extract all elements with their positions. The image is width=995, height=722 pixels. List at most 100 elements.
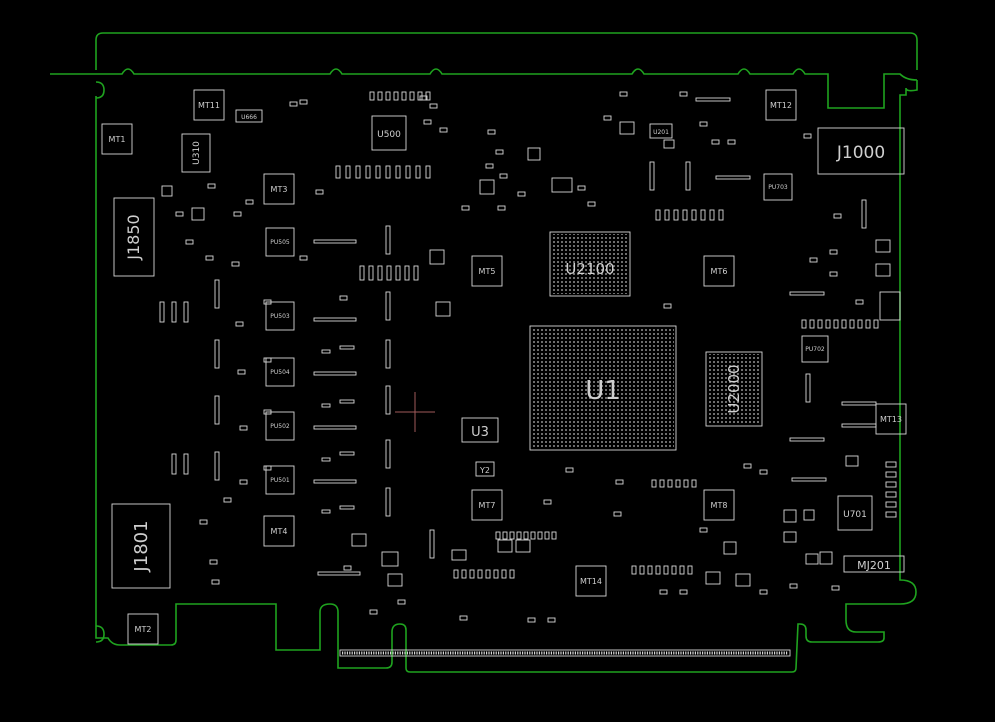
mt2-label: MT2 xyxy=(135,625,152,634)
regulator-pu702[interactable]: PU702 xyxy=(801,335,829,363)
chip-u201[interactable]: U201 xyxy=(649,123,673,139)
passive-part xyxy=(619,91,628,97)
mt4-label: MT4 xyxy=(271,527,288,536)
chip-u2000[interactable]: U2000 xyxy=(705,351,763,427)
passive-part xyxy=(873,319,879,329)
passive-part xyxy=(885,511,897,518)
u701-label: U701 xyxy=(843,510,867,520)
mount-mt3[interactable]: MT3 xyxy=(263,173,295,205)
passive-part xyxy=(509,569,515,579)
regulator-pu504[interactable]: PU504 xyxy=(265,357,295,387)
passive-part xyxy=(679,565,685,575)
passive-part xyxy=(214,451,220,481)
passive-part xyxy=(841,319,847,329)
mj201-label: MJ201 xyxy=(857,559,891,572)
mount-mt11[interactable]: MT11 xyxy=(193,89,225,121)
mount-mt8[interactable]: MT8 xyxy=(703,489,735,521)
passive-part xyxy=(339,295,348,301)
passive-part xyxy=(831,585,840,591)
chip-u310[interactable]: U310 xyxy=(181,133,211,173)
passive-part xyxy=(499,173,508,179)
j1000-label: J1000 xyxy=(836,143,885,163)
connector-j1000[interactable]: J1000 xyxy=(817,127,905,175)
connector-mj201[interactable]: MJ201 xyxy=(843,555,905,573)
passive-part xyxy=(485,163,494,169)
chip-u701[interactable]: U701 xyxy=(837,495,873,531)
passive-part xyxy=(339,505,355,510)
passive-part xyxy=(205,255,214,261)
connector-j1801[interactable]: J1801 xyxy=(111,503,171,589)
passive-part xyxy=(659,589,668,595)
u2000-label: U2000 xyxy=(725,364,743,413)
pu702-label: PU702 xyxy=(805,346,825,353)
passive-part xyxy=(299,255,308,261)
crystal-y2[interactable]: Y2 xyxy=(475,461,495,477)
chip-u1[interactable]: U1 xyxy=(529,325,677,451)
passive-part xyxy=(679,589,688,595)
pu502-label: PU502 xyxy=(270,423,290,430)
mount-mt7[interactable]: MT7 xyxy=(471,489,503,521)
passive-part xyxy=(619,121,635,135)
passive-part xyxy=(453,569,459,579)
regulator-pu501[interactable]: PU501 xyxy=(265,465,295,495)
passive-part xyxy=(879,291,901,321)
passive-part xyxy=(369,91,375,101)
passive-part xyxy=(885,461,897,468)
y2-label: Y2 xyxy=(479,466,490,475)
regulator-pu503[interactable]: PU503 xyxy=(265,301,295,331)
passive-part xyxy=(313,425,357,430)
mount-mt12[interactable]: MT12 xyxy=(765,89,797,121)
regulator-pu703[interactable]: PU703 xyxy=(763,173,793,201)
mount-mt13[interactable]: MT13 xyxy=(875,403,907,435)
passive-part xyxy=(527,617,536,623)
chip-u666[interactable]: U666 xyxy=(235,109,263,123)
passive-part xyxy=(501,569,507,579)
regulator-pu505[interactable]: PU505 xyxy=(265,227,295,257)
u2100-label: U2100 xyxy=(565,260,614,278)
passive-part xyxy=(829,271,838,277)
passive-part xyxy=(429,103,438,109)
passive-part xyxy=(401,91,407,101)
regulator-pu502[interactable]: PU502 xyxy=(265,411,295,441)
passive-part xyxy=(695,97,731,102)
mount-mt14[interactable]: MT14 xyxy=(575,565,607,597)
passive-part xyxy=(377,91,383,101)
mount-mt2[interactable]: MT2 xyxy=(127,613,159,645)
mount-mt4[interactable]: MT4 xyxy=(263,515,295,547)
passive-part xyxy=(369,609,378,615)
passive-part xyxy=(685,161,691,191)
passive-part xyxy=(335,165,341,179)
passive-part xyxy=(565,467,574,473)
mt1-label: MT1 xyxy=(109,135,126,144)
passive-part xyxy=(263,465,272,471)
passive-part xyxy=(387,573,403,587)
connector-j1850[interactable]: J1850 xyxy=(113,197,155,277)
mount-mt1[interactable]: MT1 xyxy=(101,123,133,155)
pu504-label: PU504 xyxy=(270,369,290,376)
passive-part xyxy=(551,177,573,193)
passive-part xyxy=(385,487,391,517)
pu503-label: PU503 xyxy=(270,313,290,320)
mt7-label: MT7 xyxy=(479,501,496,510)
chip-u500[interactable]: U500 xyxy=(371,115,407,151)
passive-part xyxy=(659,479,665,488)
u666-label: U666 xyxy=(241,114,257,121)
mount-mt5[interactable]: MT5 xyxy=(471,255,503,287)
passive-part xyxy=(673,209,679,221)
passive-part xyxy=(885,491,897,498)
passive-part xyxy=(718,209,724,221)
passive-part xyxy=(783,531,797,543)
passive-part xyxy=(185,239,194,245)
passive-part xyxy=(404,265,410,281)
passive-part xyxy=(385,385,391,415)
passive-part xyxy=(313,371,357,376)
passive-part xyxy=(651,479,657,488)
chip-u2100[interactable]: U2100 xyxy=(549,231,631,297)
crosshair-cursor-icon xyxy=(395,392,435,432)
passive-part xyxy=(841,423,877,428)
passive-part xyxy=(191,207,205,221)
mount-mt6[interactable]: MT6 xyxy=(703,255,735,287)
passive-part xyxy=(495,149,504,155)
chip-u3[interactable]: U3 xyxy=(461,417,499,443)
